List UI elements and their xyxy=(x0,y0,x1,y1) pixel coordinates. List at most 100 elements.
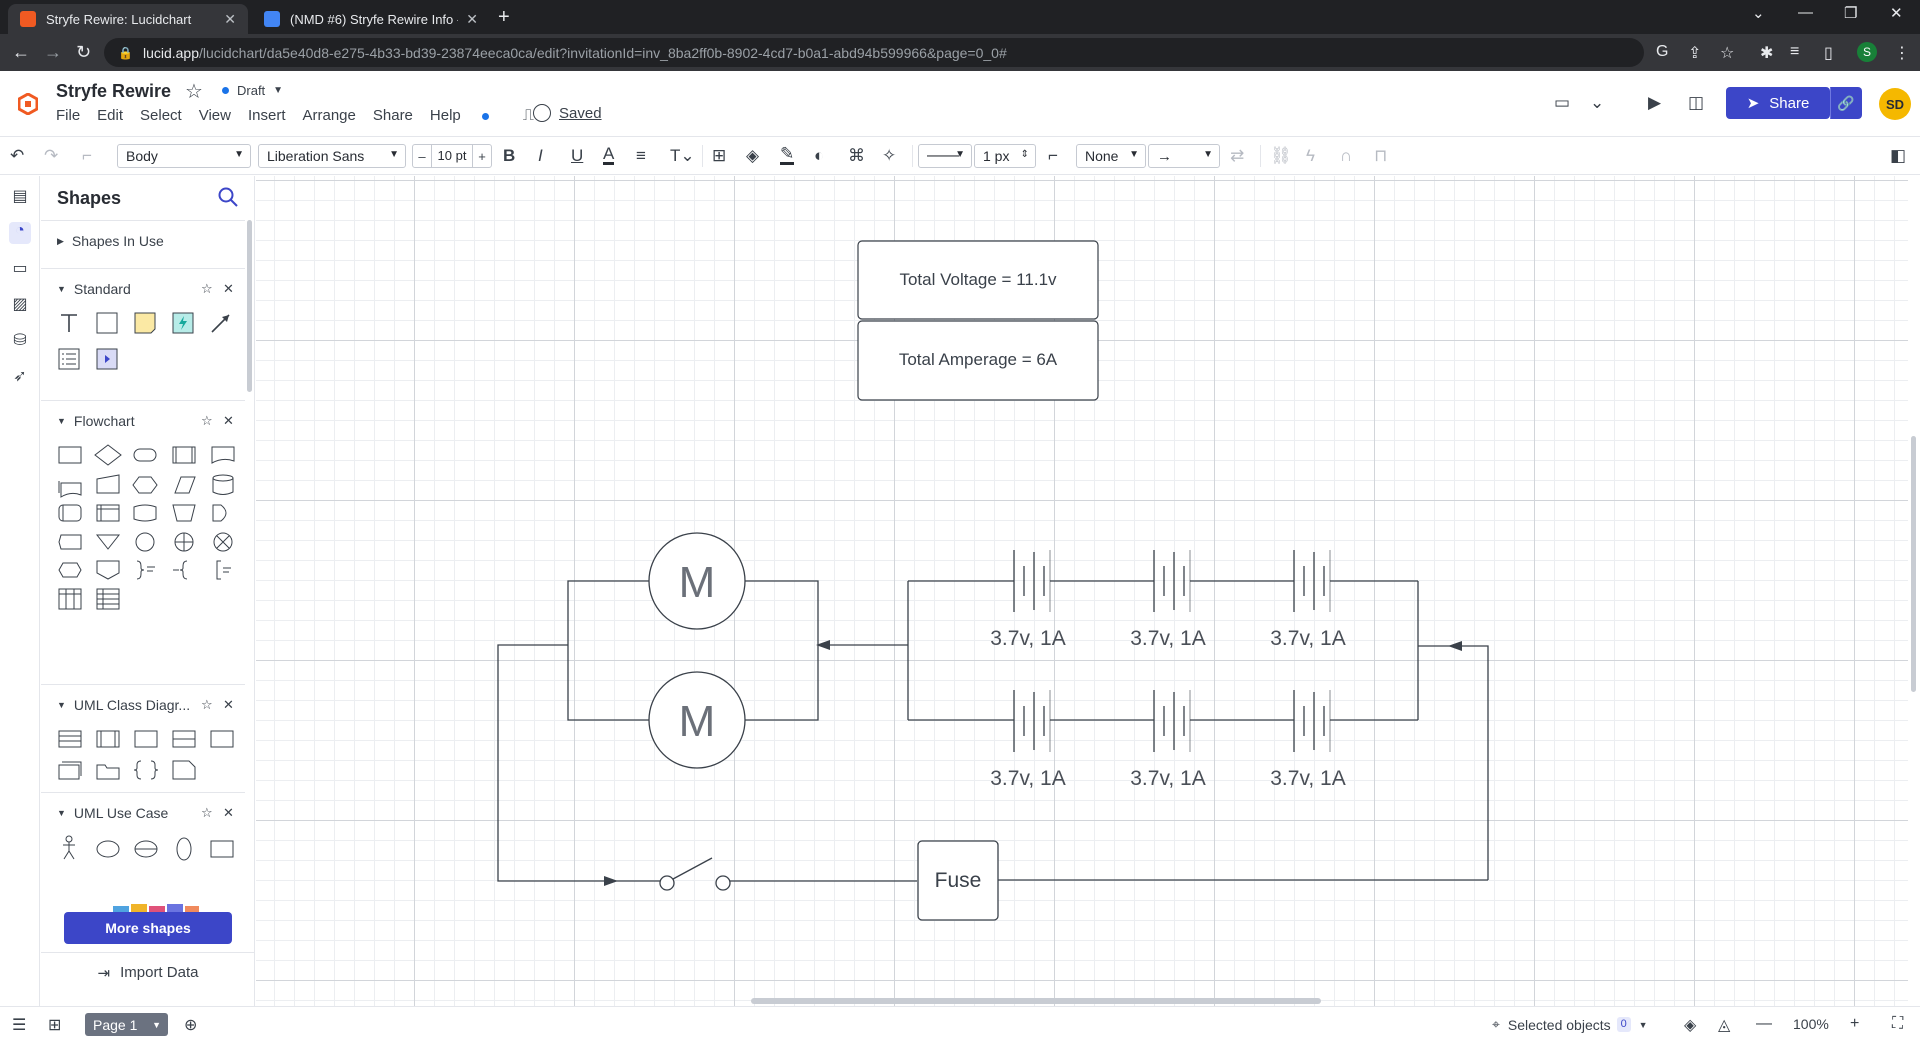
battery[interactable] xyxy=(1013,690,1051,752)
fuse[interactable]: Fuse xyxy=(917,840,999,921)
close-icon[interactable]: ✕ xyxy=(224,10,236,27)
reload-icon[interactable]: ↻ xyxy=(76,42,92,62)
zoom-in-icon[interactable]: + xyxy=(1850,1015,1860,1032)
url-input[interactable]: 🔒 lucid.app/lucidchart/da5e40d8-e275-4b3… xyxy=(104,38,1644,67)
diagram-canvas[interactable]: Total Voltage = 11.1v Total Amperage = 6… xyxy=(256,176,1908,1006)
menu-insert[interactable]: Insert xyxy=(247,107,286,124)
italic-icon[interactable]: I xyxy=(538,146,543,165)
forward-icon[interactable]: → xyxy=(44,42,62,62)
extensions-icon[interactable]: ✱ xyxy=(1760,45,1774,62)
back-icon[interactable]: ← xyxy=(12,42,30,62)
close-icon[interactable]: ✕ xyxy=(223,805,234,820)
google-icon[interactable]: G xyxy=(1656,43,1669,60)
rectangle-shape-icon[interactable] xyxy=(95,311,119,335)
section-header[interactable]: ▼ UML Class Diagr... xyxy=(57,697,190,713)
text-style-select[interactable]: Body▼ xyxy=(117,144,251,168)
menu-select[interactable]: Select xyxy=(140,107,182,124)
menu-edit[interactable]: Edit xyxy=(97,107,124,124)
close-icon[interactable]: ✕ xyxy=(223,281,234,296)
close-window-icon[interactable]: ✕ xyxy=(1890,5,1903,22)
close-icon[interactable]: ✕ xyxy=(223,697,234,712)
close-icon[interactable]: ✕ xyxy=(223,413,234,428)
data-icon[interactable]: ⛁ xyxy=(13,332,27,349)
video-shape-icon[interactable] xyxy=(95,347,119,371)
gift-icon[interactable]: ⎍ xyxy=(522,107,534,124)
battery-row-top[interactable] xyxy=(1013,550,1331,612)
switch[interactable] xyxy=(659,857,731,891)
bookmark-star-icon[interactable]: ☆ xyxy=(1720,45,1735,62)
increase-font-icon[interactable]: + xyxy=(478,148,486,164)
more-shapes-button[interactable]: More shapes xyxy=(64,912,232,944)
text-options-icon[interactable]: T⌄ xyxy=(670,146,695,165)
battery[interactable] xyxy=(1153,690,1191,752)
menu-arrange[interactable]: Arrange xyxy=(302,107,356,124)
chevron-down-icon[interactable]: ⌄ xyxy=(1590,93,1605,112)
copy-link-button[interactable]: 🔗 xyxy=(1830,87,1862,119)
action-bolt-icon[interactable]: ϟ xyxy=(1306,146,1315,165)
format-painter-icon[interactable]: ⌐ xyxy=(82,146,92,165)
saved-status[interactable]: Saved xyxy=(533,104,602,122)
zoom-out-icon[interactable]: — xyxy=(1756,1015,1772,1032)
video-icon[interactable]: ◫ xyxy=(1688,93,1705,112)
selected-objects[interactable]: ⌖ Selected objects 0 ▼ xyxy=(1492,1016,1648,1033)
info-box-voltage[interactable]: Total Voltage = 11.1v xyxy=(857,240,1099,320)
magnet-icon[interactable]: ∩ xyxy=(1340,146,1353,165)
section-header[interactable]: ▼ UML Use Case xyxy=(57,805,168,821)
line-width-select[interactable]: 1 px⇕ xyxy=(974,144,1036,168)
arrow-start-select[interactable]: None▼ xyxy=(1076,144,1146,168)
shapes-icon[interactable]: ◔ xyxy=(9,222,31,244)
profile-avatar[interactable]: S xyxy=(1857,42,1877,62)
minimize-icon[interactable]: — xyxy=(1798,4,1813,21)
grid-view-icon[interactable]: ⊞ xyxy=(48,1017,62,1034)
font-family-select[interactable]: Liberation Sans▼ xyxy=(258,144,406,168)
align-icon[interactable]: ≡ xyxy=(636,146,646,165)
line-color-icon[interactable]: ✎ xyxy=(780,144,795,165)
battery[interactable] xyxy=(1293,550,1331,612)
wires[interactable] xyxy=(497,580,1489,886)
favorite-star-icon[interactable]: ☆ xyxy=(201,697,213,712)
text-shape-icon[interactable] xyxy=(57,311,81,335)
section-shapes-in-use[interactable]: ▶ Shapes In Use xyxy=(41,220,245,268)
menu-help[interactable]: Help xyxy=(430,107,506,125)
font-size-stepper[interactable]: – 10 pt + xyxy=(412,144,492,168)
present-icon[interactable]: ▶ xyxy=(1648,93,1662,112)
side-panel-icon[interactable]: ▯ xyxy=(1824,45,1833,62)
favorite-star-icon[interactable]: ☆ xyxy=(201,281,213,296)
horizontal-scrollbar[interactable] xyxy=(751,998,1321,1004)
opacity-icon[interactable]: ◐ xyxy=(814,146,825,165)
zoom-level[interactable]: 100% xyxy=(1793,1016,1829,1032)
pages-icon[interactable]: ▤ xyxy=(12,188,28,205)
sticky-note-icon[interactable] xyxy=(133,311,157,335)
wire-arrow[interactable] xyxy=(497,644,618,886)
panel-scrollbar[interactable] xyxy=(247,220,252,392)
magic-wand-icon[interactable]: ✧ xyxy=(882,146,897,165)
arrow-end-select[interactable]: →▼ xyxy=(1148,144,1220,168)
layers-icon[interactable]: ◈ xyxy=(1684,1017,1697,1034)
undo-icon[interactable]: ↶ xyxy=(10,146,25,165)
reading-list-icon[interactable]: ≡ xyxy=(1790,43,1800,60)
info-box-amperage[interactable]: Total Amperage = 6A xyxy=(857,320,1099,401)
wire[interactable] xyxy=(745,580,819,721)
menu-view[interactable]: View xyxy=(198,107,231,124)
redo-icon[interactable]: ↷ xyxy=(44,146,59,165)
share-button[interactable]: ➤ Share xyxy=(1726,87,1830,119)
fullscreen-icon[interactable]: ⛶ xyxy=(1892,1015,1904,1032)
import-data-button[interactable]: ⇥ Import Data xyxy=(41,952,254,992)
navigation-icon[interactable]: ◬ xyxy=(1718,1017,1731,1034)
bold-icon[interactable]: B xyxy=(503,146,516,165)
comment-icon[interactable]: ▭ xyxy=(1554,93,1571,112)
wire-arrow[interactable] xyxy=(1448,641,1489,880)
image-icon[interactable]: ▨ xyxy=(12,296,28,313)
favorite-star-icon[interactable]: ☆ xyxy=(185,81,203,103)
user-avatar[interactable]: SD xyxy=(1879,88,1911,120)
battery[interactable] xyxy=(1293,690,1331,752)
font-size-value[interactable]: 10 pt xyxy=(431,145,473,167)
favorite-star-icon[interactable]: ☆ xyxy=(201,805,213,820)
underline-icon[interactable]: U xyxy=(571,146,584,165)
decrease-font-icon[interactable]: – xyxy=(418,148,426,164)
kebab-menu-icon[interactable]: ⋮ xyxy=(1894,45,1910,62)
line-shape-icon[interactable]: ⌐ xyxy=(1048,146,1058,165)
section-header[interactable]: ▶ Shapes In Use xyxy=(57,233,164,249)
action-shape-icon[interactable] xyxy=(171,311,195,335)
swap-arrows-icon[interactable]: ⇄ xyxy=(1230,146,1245,165)
